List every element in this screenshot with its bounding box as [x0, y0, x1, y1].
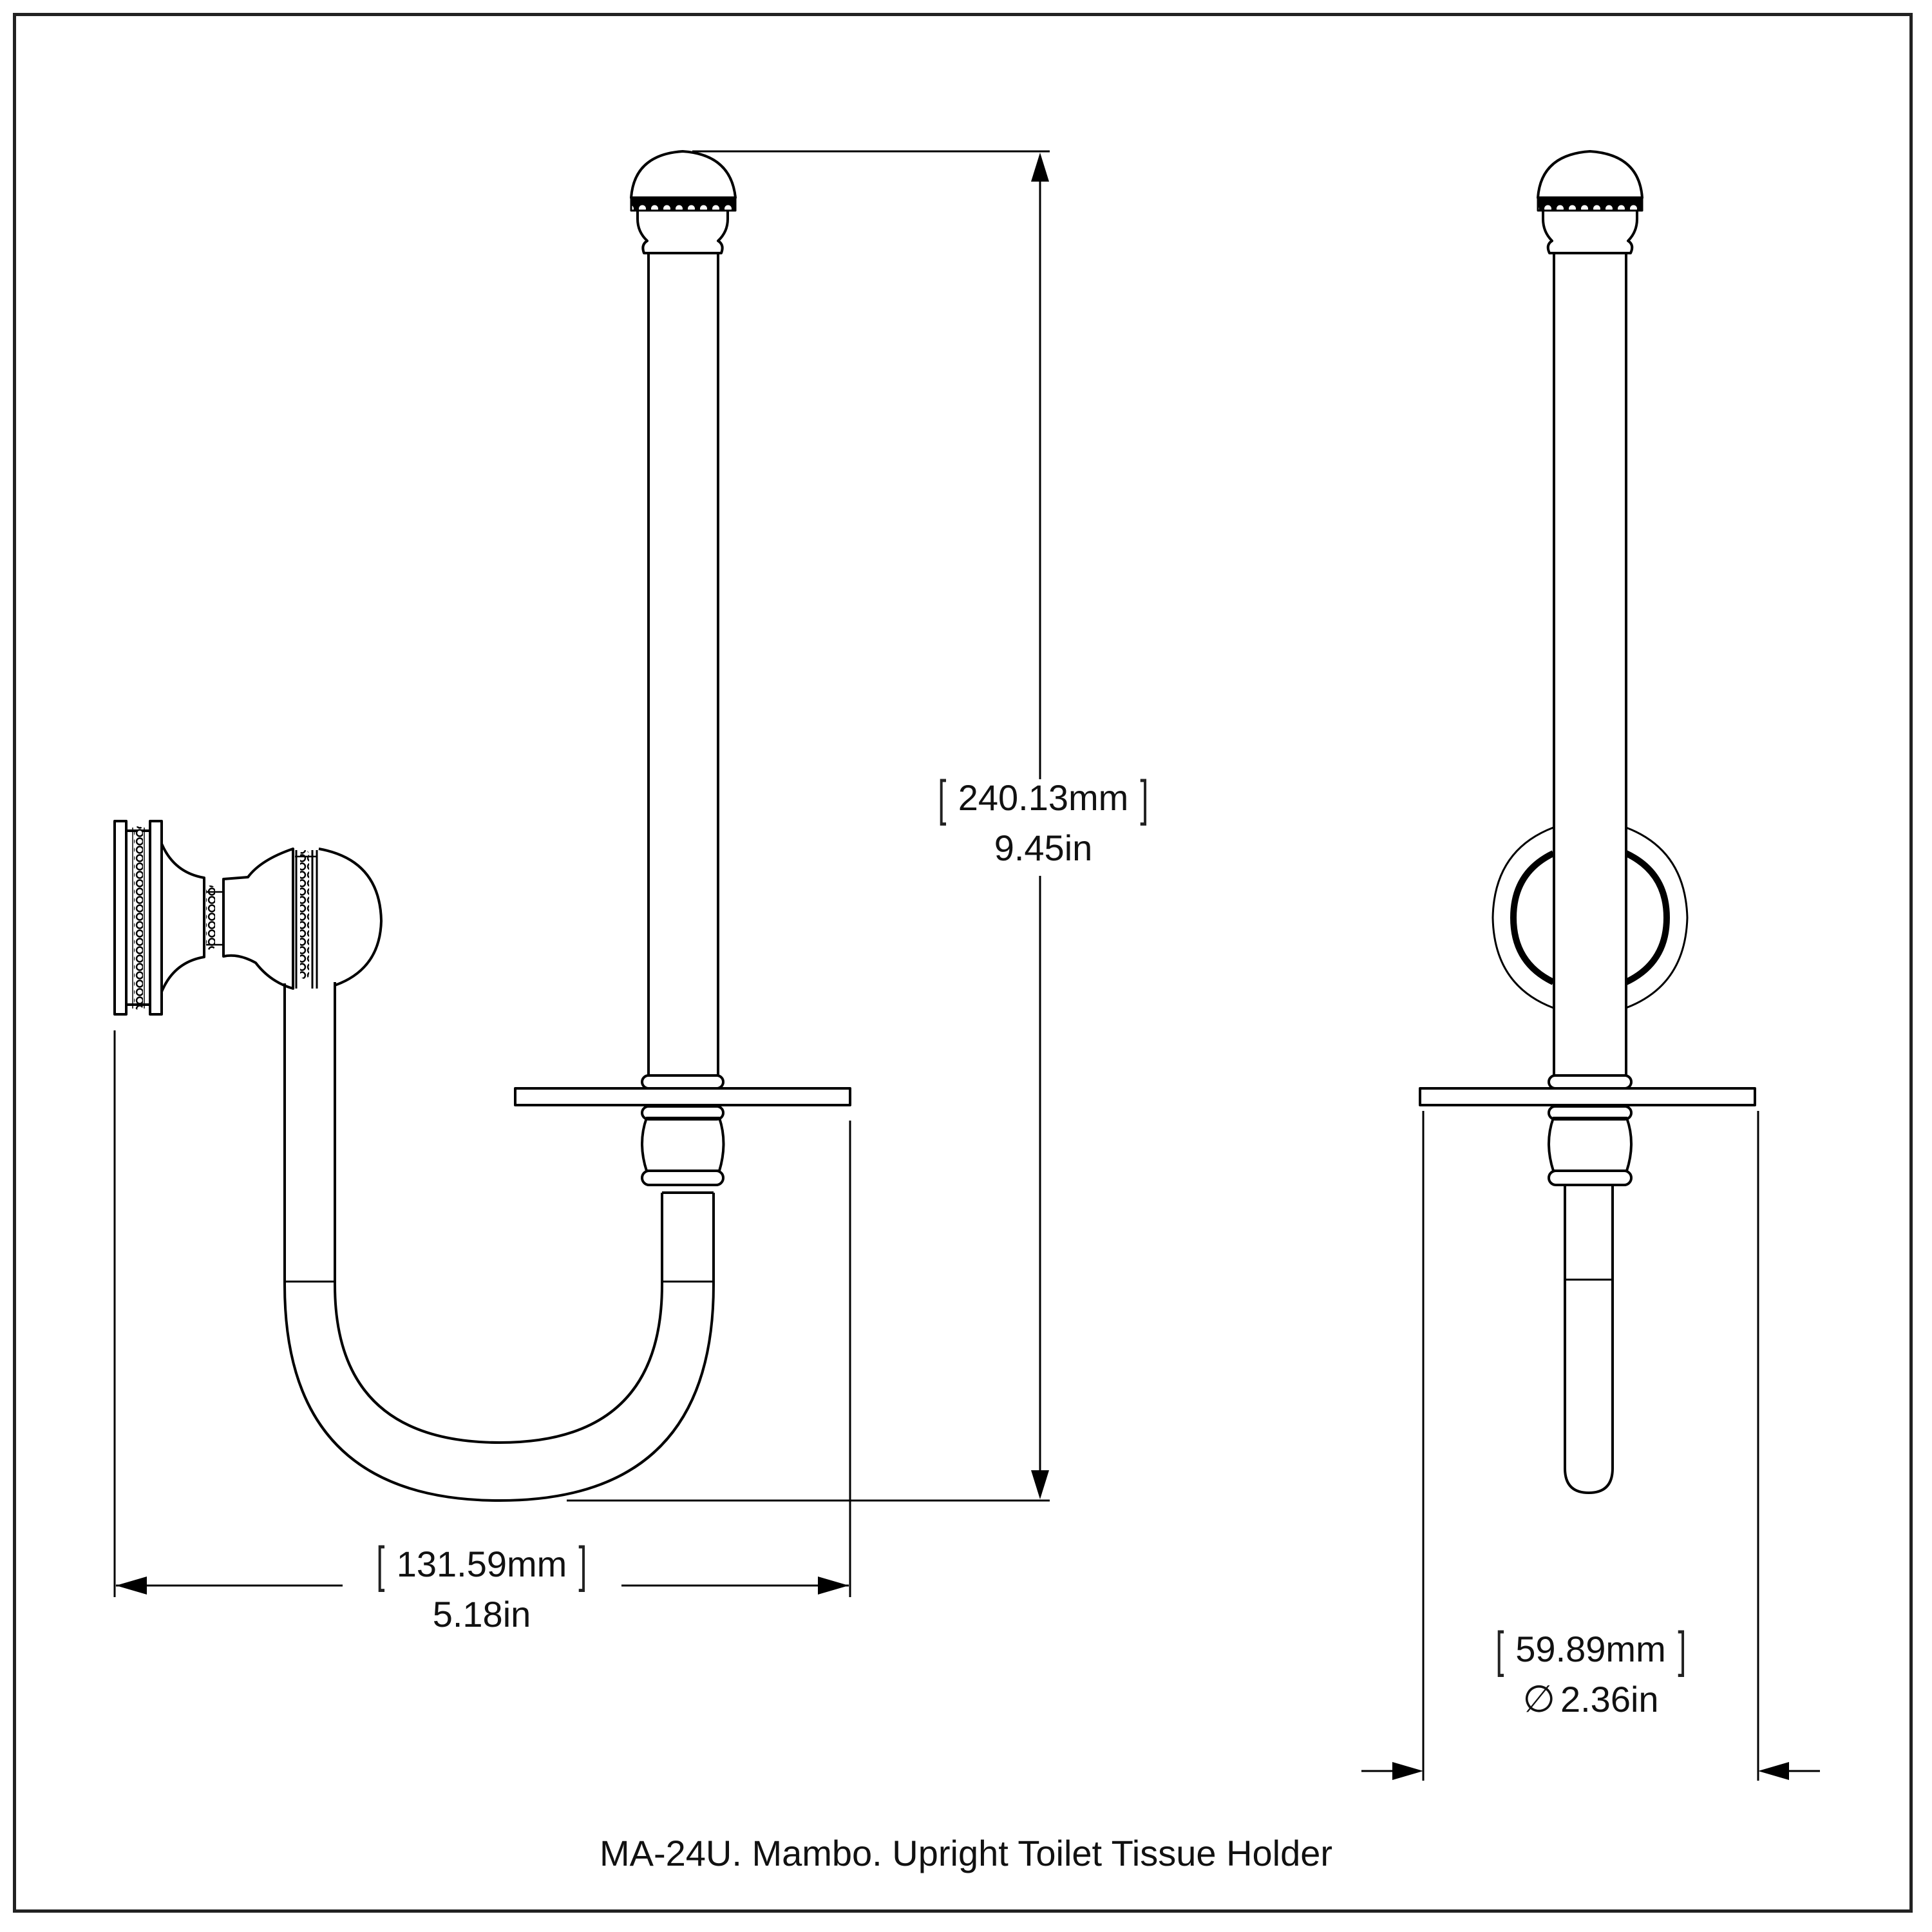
front-view	[1419, 150, 1756, 1494]
bracket-close: ]	[1678, 1621, 1687, 1678]
front-upright-post	[1553, 252, 1627, 1077]
wall-flange	[113, 820, 163, 1016]
shelf-plate	[514, 1087, 851, 1106]
depth-dimension-label: [131.59mm] 5.18in	[353, 1539, 611, 1640]
bracket-open: [	[376, 1536, 385, 1593]
side-view	[113, 150, 851, 1502]
diameter-dimension-label: [59.89mm] ∅2.36in	[1462, 1624, 1719, 1725]
height-in: 9.45in	[994, 828, 1093, 868]
turned-collar	[641, 1117, 725, 1172]
finial	[636, 208, 729, 254]
j-arm	[283, 983, 715, 1502]
height-dimension-label: [240.13mm] 9.45in	[914, 773, 1172, 873]
drawing-caption: MA-24U. Mambo. Upright Toilet Tissue Hol…	[599, 1833, 1333, 1873]
depth-in: 5.18in	[432, 1594, 531, 1634]
diameter-mm: 59.89mm	[1515, 1629, 1666, 1669]
drawing-frame	[13, 13, 1913, 1913]
diameter-symbol-icon: ∅	[1522, 1678, 1555, 1720]
bracket-open: [	[938, 770, 947, 826]
depth-mm: 131.59mm	[396, 1544, 567, 1584]
front-arm	[1564, 1185, 1614, 1494]
front-shelf-plate	[1419, 1087, 1756, 1106]
upright-post	[647, 252, 719, 1077]
height-dimension	[567, 150, 1050, 1502]
depth-dimension	[113, 1030, 851, 1597]
bracket-close: ]	[578, 1536, 587, 1593]
rosette	[1492, 826, 1554, 1009]
diameter-in: 2.36in	[1560, 1679, 1659, 1719]
height-mm: 240.13mm	[958, 777, 1129, 818]
bracket-close: ]	[1140, 770, 1149, 826]
knuckle-ball	[222, 848, 294, 990]
diameter-dimension	[1361, 1111, 1820, 1781]
bracket-open: [	[1495, 1621, 1504, 1678]
flange-neck	[160, 843, 205, 992]
